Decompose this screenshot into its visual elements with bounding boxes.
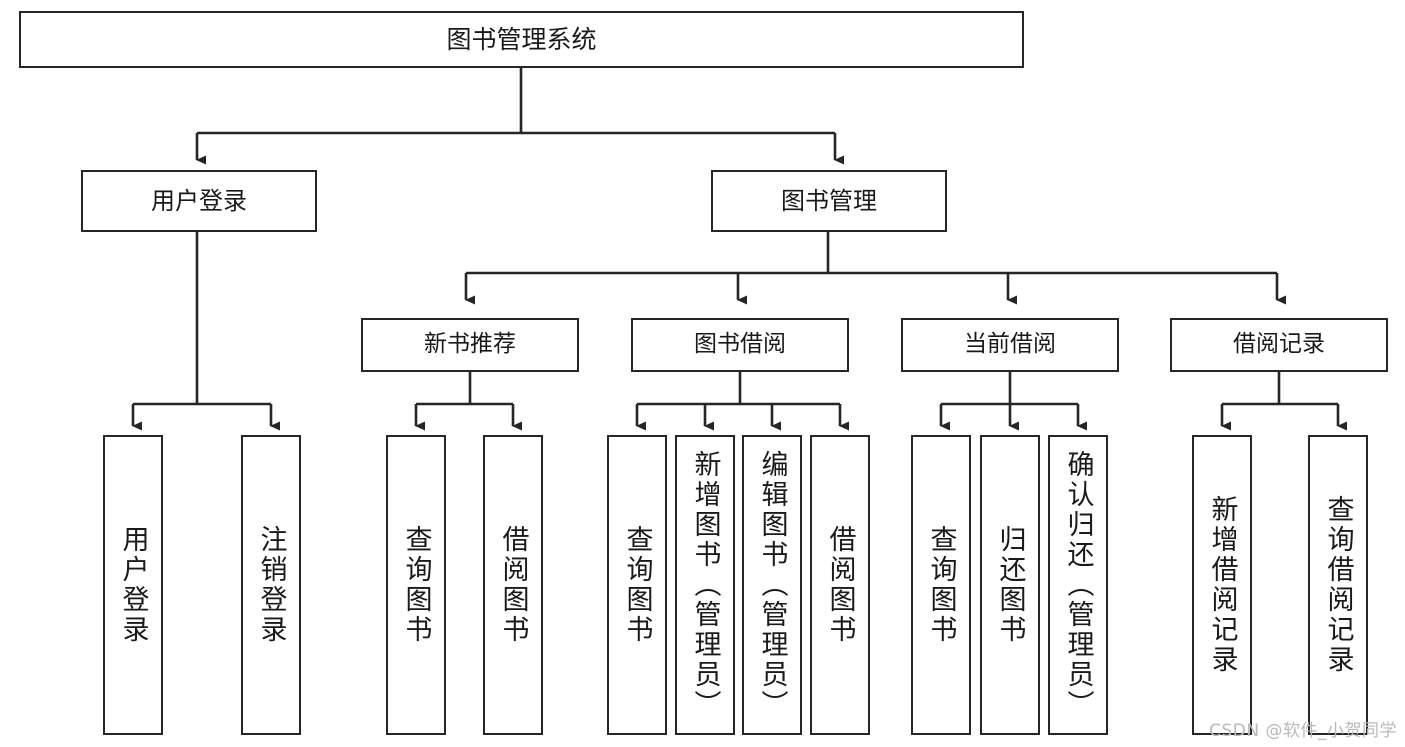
leaf-user-login-signin-label: 用户登录 [117,525,149,645]
node-book-management-label: 图书管理 [781,186,877,215]
node-user-login[interactable]: 用户登录 [81,170,317,232]
node-book-management[interactable]: 图书管理 [711,170,947,232]
leaf-record-query-record[interactable]: 查询借阅记录 [1308,435,1368,735]
node-root-system[interactable]: 图书管理系统 [19,11,1024,68]
leaf-recommend-borrow-book[interactable]: 借阅图书 [483,435,543,735]
leaf-recommend-query-book-label: 查询图书 [400,525,432,645]
leaf-user-login-signout[interactable]: 注销登录 [241,435,301,735]
leaf-user-login-signin[interactable]: 用户登录 [103,435,163,735]
leaf-current-return-book[interactable]: 归还图书 [980,435,1040,735]
leaf-record-add-record-label: 新增借阅记录 [1206,495,1238,675]
leaf-borrow-borrow-book-label: 借阅图书 [824,525,856,645]
leaf-current-confirm-return-admin-label: 确认归还（管理员） [1062,450,1094,720]
node-new-book-recommend-label: 新书推荐 [424,331,516,358]
leaf-current-return-book-label: 归还图书 [994,525,1026,645]
node-root-label: 图书管理系统 [446,24,597,54]
node-user-login-label: 用户登录 [151,186,247,215]
leaf-user-login-signout-label: 注销登录 [255,525,287,645]
node-new-book-recommend[interactable]: 新书推荐 [361,318,579,372]
node-current-borrow[interactable]: 当前借阅 [901,318,1119,372]
node-borrow-record-label: 借阅记录 [1233,331,1325,358]
leaf-current-confirm-return-admin[interactable]: 确认归还（管理员） [1048,435,1108,735]
leaf-borrow-query-book[interactable]: 查询图书 [607,435,667,735]
node-book-borrow-label: 图书借阅 [694,331,786,358]
leaf-record-query-record-label: 查询借阅记录 [1322,495,1354,675]
leaf-recommend-query-book[interactable]: 查询图书 [386,435,446,735]
leaf-borrow-query-book-label: 查询图书 [621,525,653,645]
leaf-current-query-book[interactable]: 查询图书 [911,435,971,735]
leaf-borrow-add-book-admin-label: 新增图书（管理员） [689,450,721,720]
node-current-borrow-label: 当前借阅 [964,331,1056,358]
leaf-record-add-record[interactable]: 新增借阅记录 [1192,435,1252,735]
node-borrow-record[interactable]: 借阅记录 [1170,318,1388,372]
leaf-borrow-edit-book-admin[interactable]: 编辑图书（管理员） [742,435,802,735]
leaf-borrow-add-book-admin[interactable]: 新增图书（管理员） [675,435,735,735]
leaf-borrow-borrow-book[interactable]: 借阅图书 [810,435,870,735]
leaf-current-query-book-label: 查询图书 [925,525,957,645]
leaf-recommend-borrow-book-label: 借阅图书 [497,525,529,645]
node-book-borrow[interactable]: 图书借阅 [631,318,849,372]
leaf-borrow-edit-book-admin-label: 编辑图书（管理员） [756,450,788,720]
